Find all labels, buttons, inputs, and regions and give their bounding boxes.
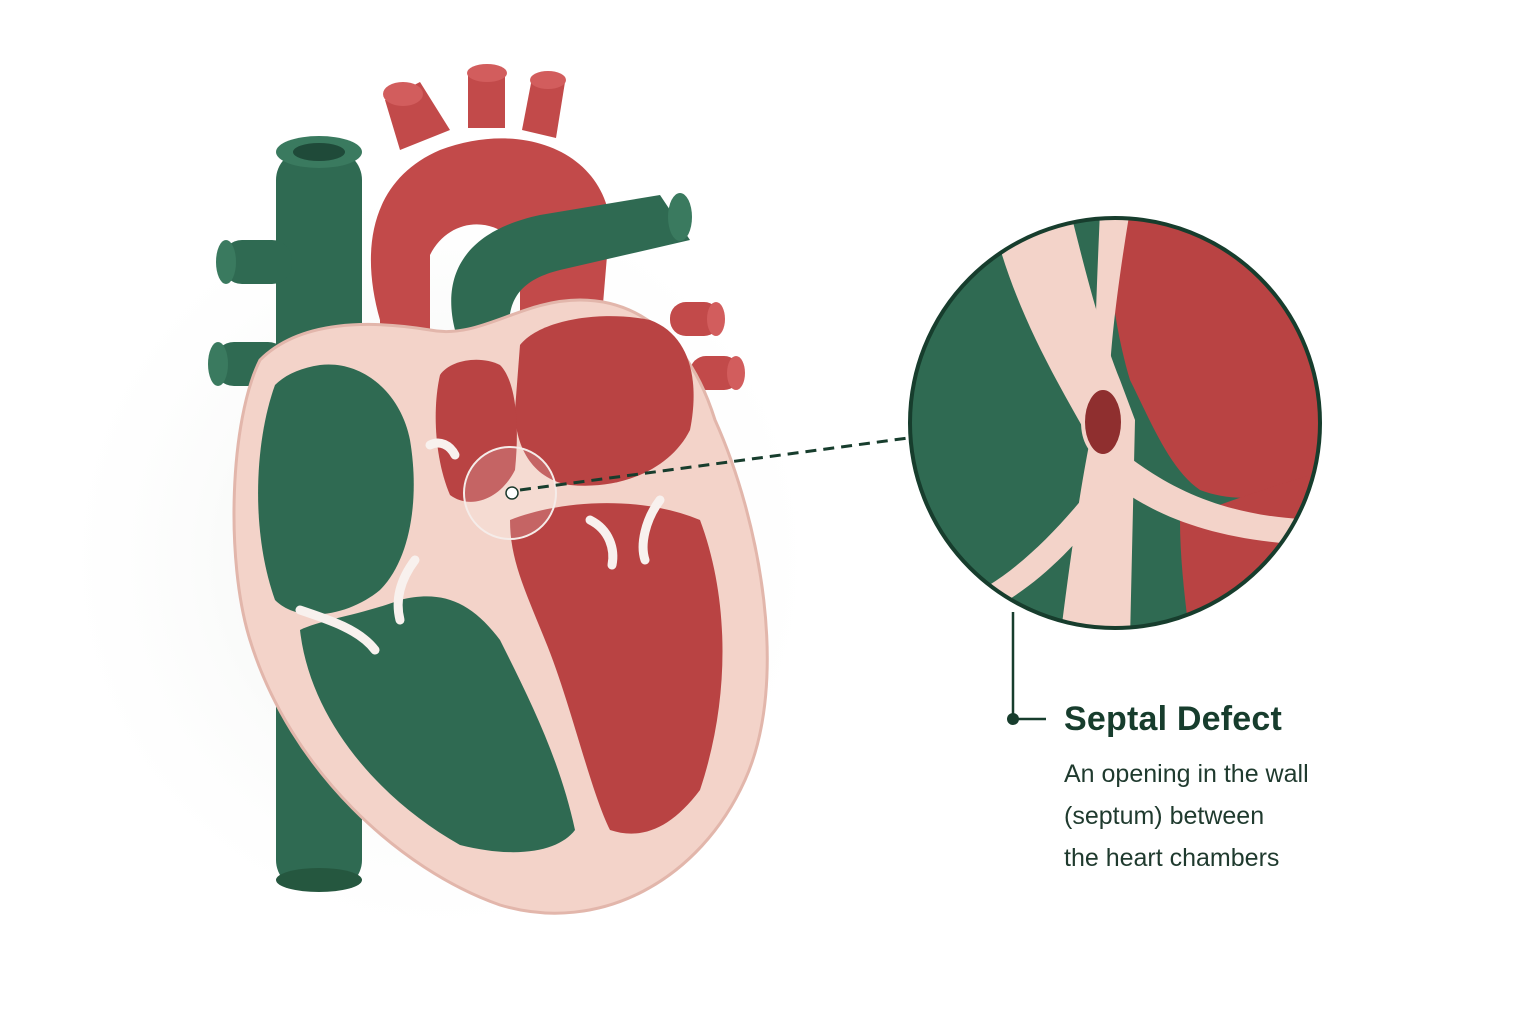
pulmonary-artery [451, 193, 692, 340]
heart-valves [295, 438, 665, 655]
label-leader-dot [1007, 713, 1019, 725]
left-atrium [515, 316, 694, 486]
callout-label: Septal Defect An opening in the wall (se… [1064, 700, 1484, 879]
defect-marker-dot [505, 486, 519, 500]
zoom-inset-border [908, 216, 1322, 630]
callout-title: Septal Defect [1064, 700, 1283, 738]
callout-description-line: the heart chambers [1064, 844, 1280, 872]
callout-description-line: An opening in the wall [1064, 760, 1309, 788]
right-atrium [258, 364, 414, 615]
zoom-connector-line [519, 436, 909, 492]
callout-description: An opening in the wall (septum) between … [1064, 753, 1484, 879]
callout-description-line: (septum) between [1064, 802, 1265, 830]
septal-defect-hole [1081, 386, 1125, 458]
zoom-inset [910, 218, 1320, 628]
left-ventricle [510, 503, 723, 834]
aortic-root-chamber [435, 359, 517, 502]
right-ventricle [300, 596, 575, 853]
